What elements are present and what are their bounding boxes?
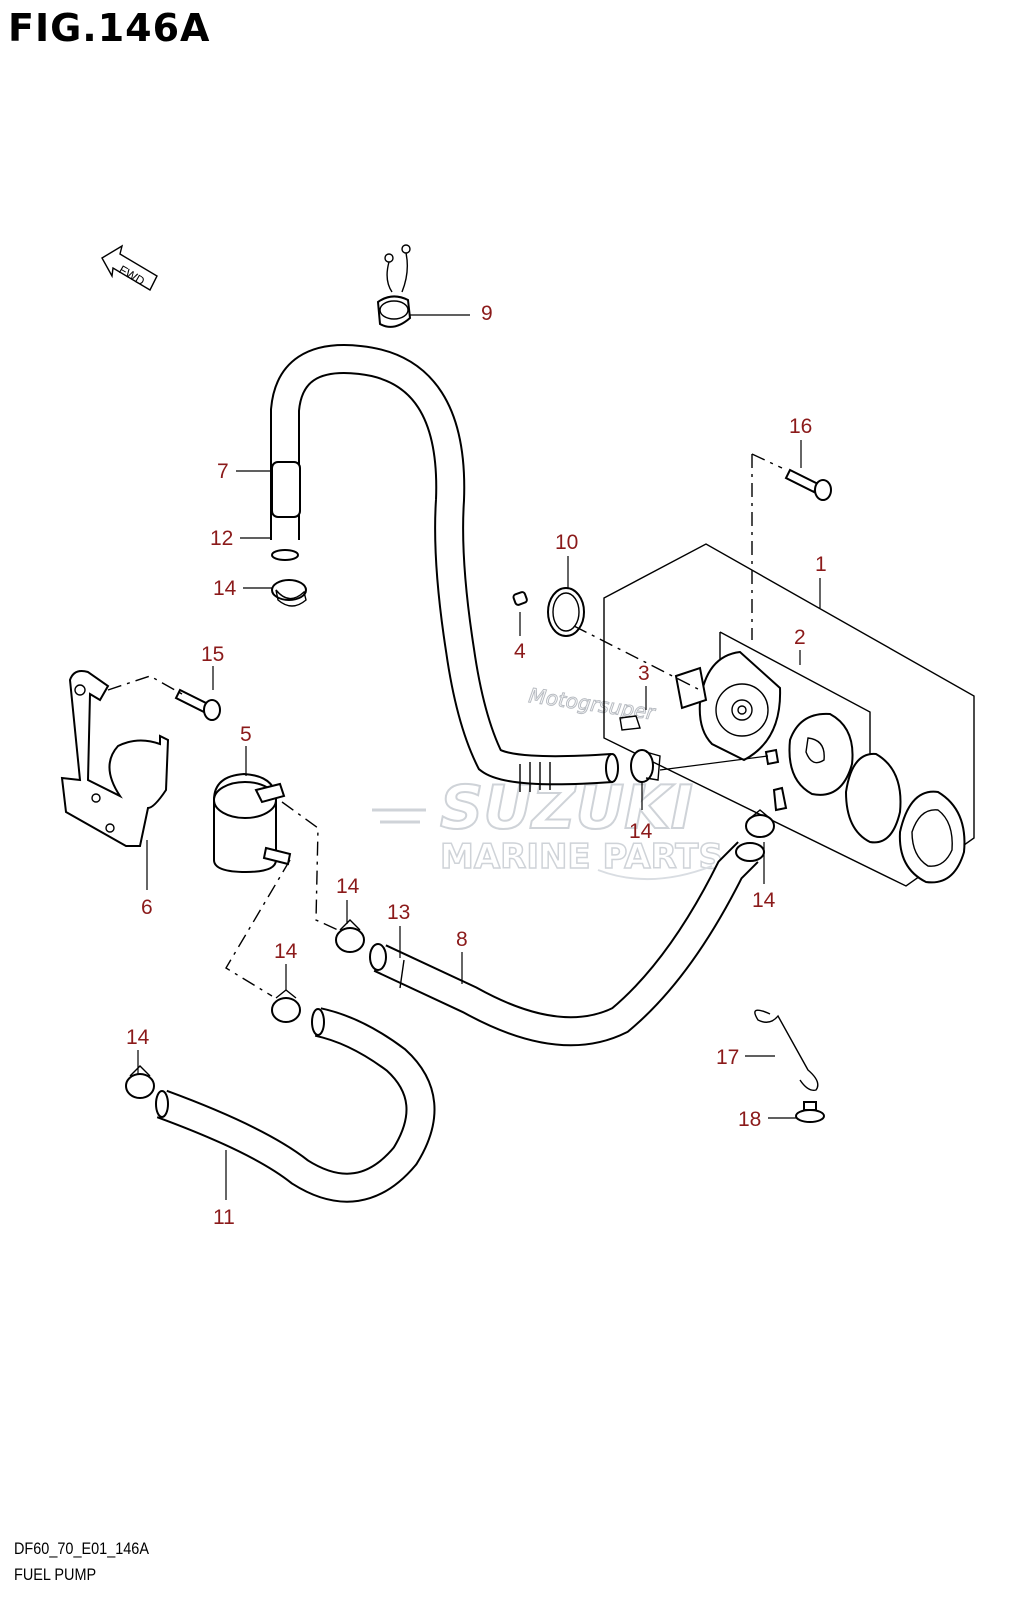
- callout-16: 16: [789, 415, 812, 438]
- callout-3: 3: [638, 662, 650, 685]
- callout-14: 14: [336, 875, 360, 898]
- callout-17: 17: [716, 1046, 739, 1069]
- callout-14: 14: [274, 940, 298, 963]
- watermark-sub: MARINE PARTS: [440, 837, 723, 877]
- callout-2: 2: [794, 626, 806, 649]
- callout-7: 7: [217, 460, 229, 483]
- callout-9: 9: [481, 302, 493, 325]
- callout-14: 14: [752, 889, 776, 912]
- callout-13: 13: [387, 901, 410, 924]
- bolt-part-15: [174, 688, 221, 721]
- wire-clip-part: [754, 1009, 819, 1091]
- bolt-part-16: [784, 468, 832, 501]
- diagram-code: DF60_70_E01_146A: [14, 1539, 149, 1558]
- callout-14: 14: [126, 1026, 150, 1049]
- hose-clip-part: [376, 244, 412, 328]
- callout-8: 8: [456, 928, 468, 951]
- callout-11: 11: [213, 1206, 235, 1229]
- figure-title: FIG.146A: [8, 6, 211, 50]
- callout-18: 18: [738, 1108, 761, 1131]
- leader-lines: [137, 314, 821, 1200]
- callout-12: 12: [210, 527, 233, 550]
- fwd-label: FWD: [117, 262, 148, 288]
- assembly-lines: [107, 453, 783, 997]
- callout-14: 14: [213, 577, 237, 600]
- callout-5: 5: [240, 723, 252, 746]
- hose-clamp: [745, 809, 775, 838]
- o-ring-part: [547, 587, 585, 637]
- hose-clamp: [335, 919, 365, 953]
- callout-15: 15: [201, 643, 224, 666]
- grommet-part: [795, 1101, 825, 1123]
- fuel-filter-part: [213, 772, 292, 874]
- bottom-fuel-hose: [155, 1007, 436, 1203]
- upper-fuel-hose: [270, 344, 619, 792]
- fuel-pump-assembly: [603, 543, 975, 887]
- callout-6: 6: [141, 896, 153, 919]
- hose-clamp: [271, 989, 301, 1023]
- callout-1: 1: [815, 553, 827, 576]
- pin-part-4: [512, 591, 528, 606]
- callout-4: 4: [514, 640, 526, 663]
- fwd-arrow-icon: FWD: [101, 244, 158, 291]
- callout-10: 10: [555, 531, 578, 554]
- hose-clamp: [271, 579, 307, 607]
- watermark-site: Motogrsuper: [527, 683, 658, 725]
- lower-fuel-hose: [369, 841, 765, 1047]
- callout-14: 14: [629, 820, 653, 843]
- callouts: 1 2 3 4 5 6 7 8 9 10 11 12 13 14 14 14 1…: [126, 302, 827, 1229]
- diagram-name: FUEL PUMP: [14, 1565, 97, 1584]
- hose-clamp: [125, 1065, 155, 1099]
- filter-bracket-part: [60, 670, 170, 847]
